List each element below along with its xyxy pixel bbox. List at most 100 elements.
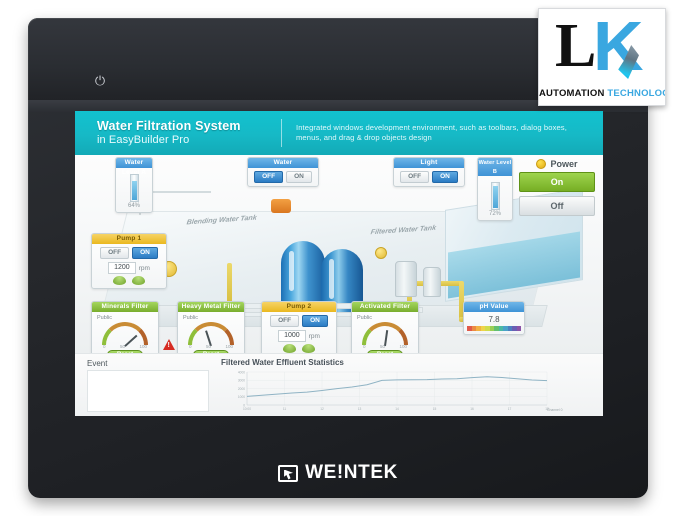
hmi-header-banner: Water Filtration System in EasyBuilder P… <box>75 111 603 155</box>
gauge-tick-max: 100 <box>225 344 233 349</box>
gauge-tick-min: 0 <box>189 344 192 349</box>
pump2-speed-value[interactable]: 1000 <box>278 330 306 342</box>
lk-tagline-technology: TECHNOLOGY <box>607 88 665 99</box>
filter-vessel-graphic <box>395 261 417 297</box>
activated-filter-widget[interactable]: Activated Filter Public 0 50 100 <box>351 301 419 353</box>
light-off-button[interactable]: OFF <box>400 171 430 183</box>
tank-water-fill <box>448 231 580 299</box>
widget-body: 72% <box>478 176 512 220</box>
widget-title: Heavy Metal Filter <box>178 302 244 312</box>
event-log-list[interactable] <box>87 370 209 412</box>
pump2-decrement-button[interactable] <box>283 344 296 353</box>
cylinder-highlight <box>329 259 334 299</box>
pump1-widget[interactable]: Pump 1 OFF ON 1200 rpm <box>91 233 167 289</box>
ph-scale-swatch <box>498 326 503 331</box>
power-on-button[interactable]: On <box>519 172 595 192</box>
ph-scale-swatch <box>512 326 517 331</box>
level-value: 64% <box>127 203 140 209</box>
hmi-title-block: Water Filtration System in EasyBuilder P… <box>75 119 281 147</box>
brand-name: WE!NTEK <box>305 462 398 483</box>
warning-triangle-icon <box>163 339 175 350</box>
water-valve-widget[interactable]: Water OFF ON <box>247 157 319 187</box>
power-off-button[interactable]: Off <box>519 196 595 216</box>
valve-icon[interactable] <box>375 247 387 259</box>
pump1-speed-row: 1200 rpm <box>95 262 163 274</box>
widget-body: OFF ON <box>394 168 464 186</box>
ph-scale-swatch <box>476 326 481 331</box>
light-on-button[interactable]: ON <box>432 171 458 183</box>
widget-body: OFF ON 1000 rpm <box>262 312 336 353</box>
power-symbol-icon: ⏻ <box>94 72 106 88</box>
pump2-off-button[interactable]: OFF <box>270 315 300 327</box>
svg-text:0: 0 <box>243 403 245 407</box>
svg-text:3000: 3000 <box>238 379 245 383</box>
gauge-tick-mid: 50 <box>119 344 125 349</box>
yellow-pipe <box>227 263 232 303</box>
light-widget[interactable]: Light OFF ON <box>393 157 465 187</box>
inlet-valve-graphic <box>271 199 291 213</box>
page-subtitle: in EasyBuilder Pro <box>97 134 190 146</box>
widget-sub-label: Public <box>97 315 112 321</box>
water-level-a-widget[interactable]: Water Level A 64% <box>115 157 153 213</box>
gauge-tick-max: 100 <box>139 344 147 349</box>
ph-scale-swatch <box>480 326 485 331</box>
gauge-ticks: 0 50 100 <box>189 344 233 349</box>
lk-tagline-automation: AUTOMATION <box>539 88 608 99</box>
water-level-b-widget[interactable]: Water Level B 72% <box>477 157 513 221</box>
minerals-filter-widget[interactable]: Minerals Filter Public 0 50 100 <box>91 301 159 353</box>
svg-text:2000: 2000 <box>238 387 245 391</box>
lk-logo-mark: L K <box>539 9 665 83</box>
widget-body: OFF ON <box>248 168 318 186</box>
level-value: 72% <box>488 211 501 217</box>
widget-title: pH Value <box>464 302 524 312</box>
widget-title: Light <box>394 158 464 168</box>
pump2-on-button[interactable]: ON <box>302 315 328 327</box>
brand-block: WE!NTEK <box>28 462 648 484</box>
pump2-widget[interactable]: Pump 2 OFF ON 1000 rpm <box>261 301 337 353</box>
svg-text:14: 14 <box>395 407 399 411</box>
chart-title: Filtered Water Effluent Statistics <box>221 358 344 367</box>
pump1-decrement-button[interactable] <box>113 276 126 285</box>
gauge-tick-max: 100 <box>399 344 407 349</box>
widget-title: Water Level B <box>478 158 512 176</box>
pump1-increment-button[interactable] <box>132 276 145 285</box>
pump2-increment-button[interactable] <box>302 344 315 353</box>
svg-text:13: 13 <box>358 407 362 411</box>
level-tube <box>129 174 139 202</box>
toggle-row: OFF ON <box>397 171 461 183</box>
cylinder-highlight <box>289 251 294 291</box>
pump1-speed-unit: rpm <box>138 264 150 272</box>
header-divider <box>281 119 282 147</box>
chart-gridlines <box>246 371 548 406</box>
lk-letter-k: K <box>593 8 644 85</box>
toggle-row: OFF ON <box>251 171 315 183</box>
widget-title: Water Level A <box>116 158 152 176</box>
ph-color-scale <box>467 326 521 331</box>
water-on-button[interactable]: ON <box>286 171 312 183</box>
yellow-pipe <box>407 281 412 315</box>
pump1-off-button[interactable]: OFF <box>100 247 130 259</box>
header-description: Integrated windows development environme… <box>296 123 567 142</box>
heavy-metal-filter-widget[interactable]: Heavy Metal Filter Public 0 50 100 <box>177 301 245 353</box>
hmi-screen: Water Filtration System in EasyBuilder P… <box>75 111 603 416</box>
widget-sub-label: Public <box>183 315 198 321</box>
gauge-tick-mid: 50 <box>379 344 385 349</box>
process-diagram: Blending Water Tank Filtered Water Tank <box>75 155 603 353</box>
pump1-on-button[interactable]: ON <box>132 247 158 259</box>
widget-title: Water <box>248 158 318 168</box>
widget-sub-label: Public <box>357 315 372 321</box>
water-off-button[interactable]: OFF <box>254 171 284 183</box>
widget-body: Public 0 50 100 Reset <box>178 312 244 353</box>
ph-value-widget[interactable]: pH Value 7.8 <box>463 301 525 335</box>
lk-letter-l: L <box>555 12 597 80</box>
pump1-stepper <box>95 276 163 285</box>
pump1-speed-value[interactable]: 1200 <box>108 262 136 274</box>
ph-scale-swatch <box>494 326 499 331</box>
ph-scale-swatch <box>471 326 476 331</box>
device-bezel-seam <box>28 100 648 112</box>
gauge: 0 50 100 <box>362 322 408 349</box>
